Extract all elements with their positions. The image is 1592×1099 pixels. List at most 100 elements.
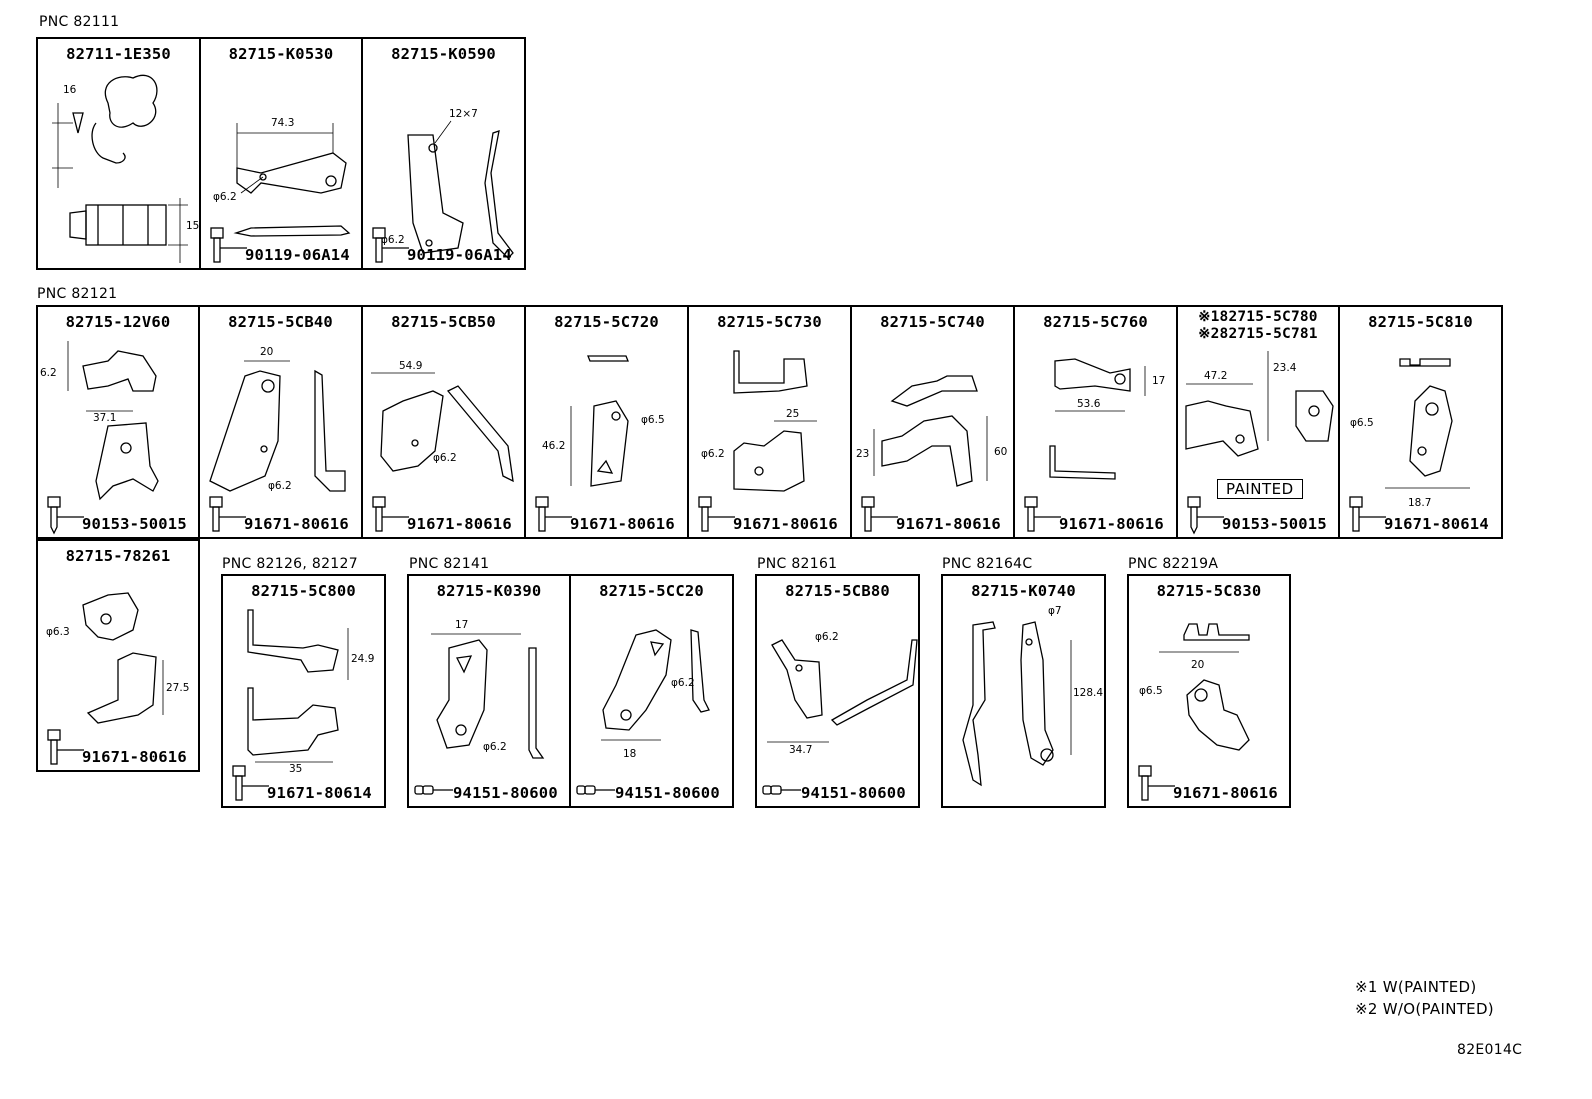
- group-label-82164c: PNC 82164C: [942, 556, 1033, 572]
- svg-text:φ6.2: φ6.2: [483, 741, 507, 753]
- bracket-drawing: 25 φ6.2: [701, 350, 817, 492]
- svg-text:34.7: 34.7: [789, 744, 812, 756]
- bolt-icon: [372, 496, 409, 532]
- part-cell-82715-5c760[interactable]: 82715-5C760 17 53.6 91671-80616: [1015, 305, 1178, 539]
- svg-text:φ6.2: φ6.2: [268, 480, 292, 492]
- part-cell-82715-5c730[interactable]: 82715-5C730 25 φ6.2 91671-80616: [689, 305, 852, 539]
- fastener-part-number: 90153-50015: [1222, 515, 1327, 533]
- svg-text:37.1: 37.1: [93, 412, 116, 424]
- part-cell-82715-5c830[interactable]: 82715-5C830 20 φ6.5 91671-80616: [1127, 574, 1291, 808]
- svg-text:φ6.2: φ6.2: [433, 452, 457, 464]
- part-number: 82715-78261: [65, 547, 171, 565]
- part-cell-82711-1e350[interactable]: 82711-1E350 16 15: [36, 37, 201, 270]
- svg-text:φ6.2: φ6.2: [213, 191, 237, 203]
- bracket-drawing: 46.2 φ6.5: [542, 355, 665, 487]
- part-number: ※182715-5C780 ※282715-5C781: [1178, 309, 1338, 343]
- fastener-part-number: 91671-80616: [407, 515, 512, 533]
- fastener-part-number: 91671-80616: [244, 515, 349, 533]
- spacer-nut-icon: [414, 785, 453, 795]
- bolt-icon: [698, 496, 735, 532]
- svg-text:24.9: 24.9: [351, 653, 374, 665]
- svg-text:φ6.2: φ6.2: [815, 631, 839, 643]
- bracket-drawing: φ6.3 27.5: [46, 592, 189, 724]
- part-cell-82715-5c810[interactable]: 82715-5C810 φ6.5 18.7 91671-80614: [1340, 305, 1503, 539]
- part-cell-82715-5cb40[interactable]: 82715-5CB40 20 φ6.2 91671-80616: [200, 305, 363, 539]
- bolt-icon: [232, 765, 269, 801]
- bracket-drawing: 24.9 35: [247, 609, 374, 775]
- part-cell-82715-k0530[interactable]: 82715-K0530 74.3 φ6.2 90119-06A14: [201, 37, 363, 270]
- bracket-drawing: φ6.5 18.7: [1350, 358, 1470, 509]
- svg-text:15: 15: [186, 220, 199, 232]
- part-cell-82715-5cb50[interactable]: 82715-5CB50 54.9 φ6.2 91671-80616: [363, 305, 526, 539]
- group-label-82141: PNC 82141: [409, 556, 490, 572]
- svg-text:53.6: 53.6: [1077, 398, 1101, 410]
- svg-text:20: 20: [1191, 659, 1204, 671]
- svg-text:47.2: 47.2: [1204, 370, 1227, 382]
- part-number: 82715-5C830: [1156, 582, 1262, 600]
- svg-text:φ6.5: φ6.5: [1139, 685, 1163, 697]
- part-cell-82715-k0390[interactable]: 82715-K0390 17 φ6.2 94151-80600: [407, 574, 571, 808]
- part-number: 82715-12V60: [65, 313, 171, 331]
- part-cell-82715-78261[interactable]: 82715-78261 φ6.3 27.5 91671-80616: [36, 539, 200, 772]
- svg-text:12×7: 12×7: [449, 108, 478, 120]
- svg-text:18.7: 18.7: [1408, 497, 1431, 509]
- bolt-icon: [47, 729, 84, 765]
- group-label-82121: PNC 82121: [37, 286, 118, 302]
- svg-text:23: 23: [856, 448, 869, 460]
- fastener-part-number: 91671-80614: [1384, 515, 1489, 533]
- part-number: 82715-5C720: [554, 313, 659, 331]
- part-cell-82715-5c800[interactable]: 82715-5C800 24.9 35 91671-80614: [221, 574, 386, 808]
- part-cell-82715-k0590[interactable]: 82715-K0590 12×7 φ6.2 90119-06A14: [363, 37, 526, 270]
- fastener-part-number: 94151-80600: [801, 784, 906, 802]
- painted-callout: PAINTED: [1217, 479, 1303, 499]
- svg-text:φ6.5: φ6.5: [641, 414, 665, 426]
- bracket-drawing: φ6.2 34.7: [767, 631, 918, 756]
- bracket-drawing: φ6.2 18: [601, 629, 710, 760]
- part-number: 82715-K0590: [391, 45, 496, 63]
- fastener-part-number: 90119-06A14: [407, 246, 512, 264]
- part-cell-82715-k0740[interactable]: 82715-K0740 φ7 128.4: [941, 574, 1106, 808]
- part-number: 82715-5CB40: [228, 313, 333, 331]
- part-number: 82715-K0740: [971, 582, 1076, 600]
- fastener-part-number: 91671-80614: [267, 784, 372, 802]
- part-cell-82715-5c740[interactable]: 82715-5C740 23 60 91671-80616: [852, 305, 1015, 539]
- fastener-part-number: 91671-80616: [82, 748, 187, 766]
- clip-drawing: 16 15: [52, 74, 199, 263]
- bracket-drawing: 23 60: [856, 375, 1007, 487]
- part-cell-82715-12v60[interactable]: 82715-12V60 6.2 37.1 90153-50015: [36, 305, 200, 539]
- group-label-82126: PNC 82126, 82127: [222, 556, 358, 572]
- svg-text:17: 17: [1152, 375, 1165, 387]
- fastener-part-number: 91671-80616: [570, 515, 675, 533]
- bracket-drawing: 17 φ6.2: [431, 619, 545, 759]
- svg-text:φ6.2: φ6.2: [671, 677, 695, 689]
- fastener-part-number: 91671-80616: [1173, 784, 1278, 802]
- svg-text:25: 25: [786, 408, 799, 420]
- svg-text:20: 20: [260, 346, 273, 358]
- part-number: 82711-1E350: [66, 45, 171, 63]
- bolt-icon: [372, 227, 409, 263]
- svg-text:23.4: 23.4: [1273, 362, 1297, 374]
- svg-text:φ6.2: φ6.2: [381, 234, 405, 246]
- part-number-line-2: ※282715-5C781: [1198, 326, 1318, 342]
- part-cell-82715-5c720[interactable]: 82715-5C720 46.2 φ6.5 91671-80616: [526, 305, 689, 539]
- group-label-82161: PNC 82161: [757, 556, 838, 572]
- svg-text:16: 16: [63, 84, 77, 96]
- part-number: 82715-5CC20: [599, 582, 704, 600]
- bolt-icon: [1138, 765, 1175, 801]
- svg-text:17: 17: [455, 619, 468, 631]
- spacer-nut-icon: [576, 785, 615, 795]
- svg-text:φ7: φ7: [1048, 605, 1062, 617]
- svg-text:128.4: 128.4: [1073, 687, 1103, 699]
- group-label-82219a: PNC 82219A: [1128, 556, 1219, 572]
- part-number: 82715-5C810: [1368, 313, 1473, 331]
- bolt-icon: [1187, 496, 1224, 535]
- part-cell-82715-5cc20[interactable]: 82715-5CC20 φ6.2 18 94151-80600: [571, 574, 734, 808]
- part-cell-82715-5cb80[interactable]: 82715-5CB80 φ6.2 34.7 94151-80600: [755, 574, 920, 808]
- part-number: 82715-5C730: [717, 313, 822, 331]
- svg-text:6.2: 6.2: [40, 367, 57, 379]
- bracket-drawing: 47.2 23.4: [1185, 351, 1334, 457]
- diagram-code: 82E014C: [1457, 1042, 1523, 1058]
- svg-text:φ6.5: φ6.5: [1350, 417, 1374, 429]
- fastener-part-number: 91671-80616: [733, 515, 838, 533]
- part-cell-82715-5c780[interactable]: ※182715-5C780 ※282715-5C781 47.2 23.4 PA…: [1178, 305, 1340, 539]
